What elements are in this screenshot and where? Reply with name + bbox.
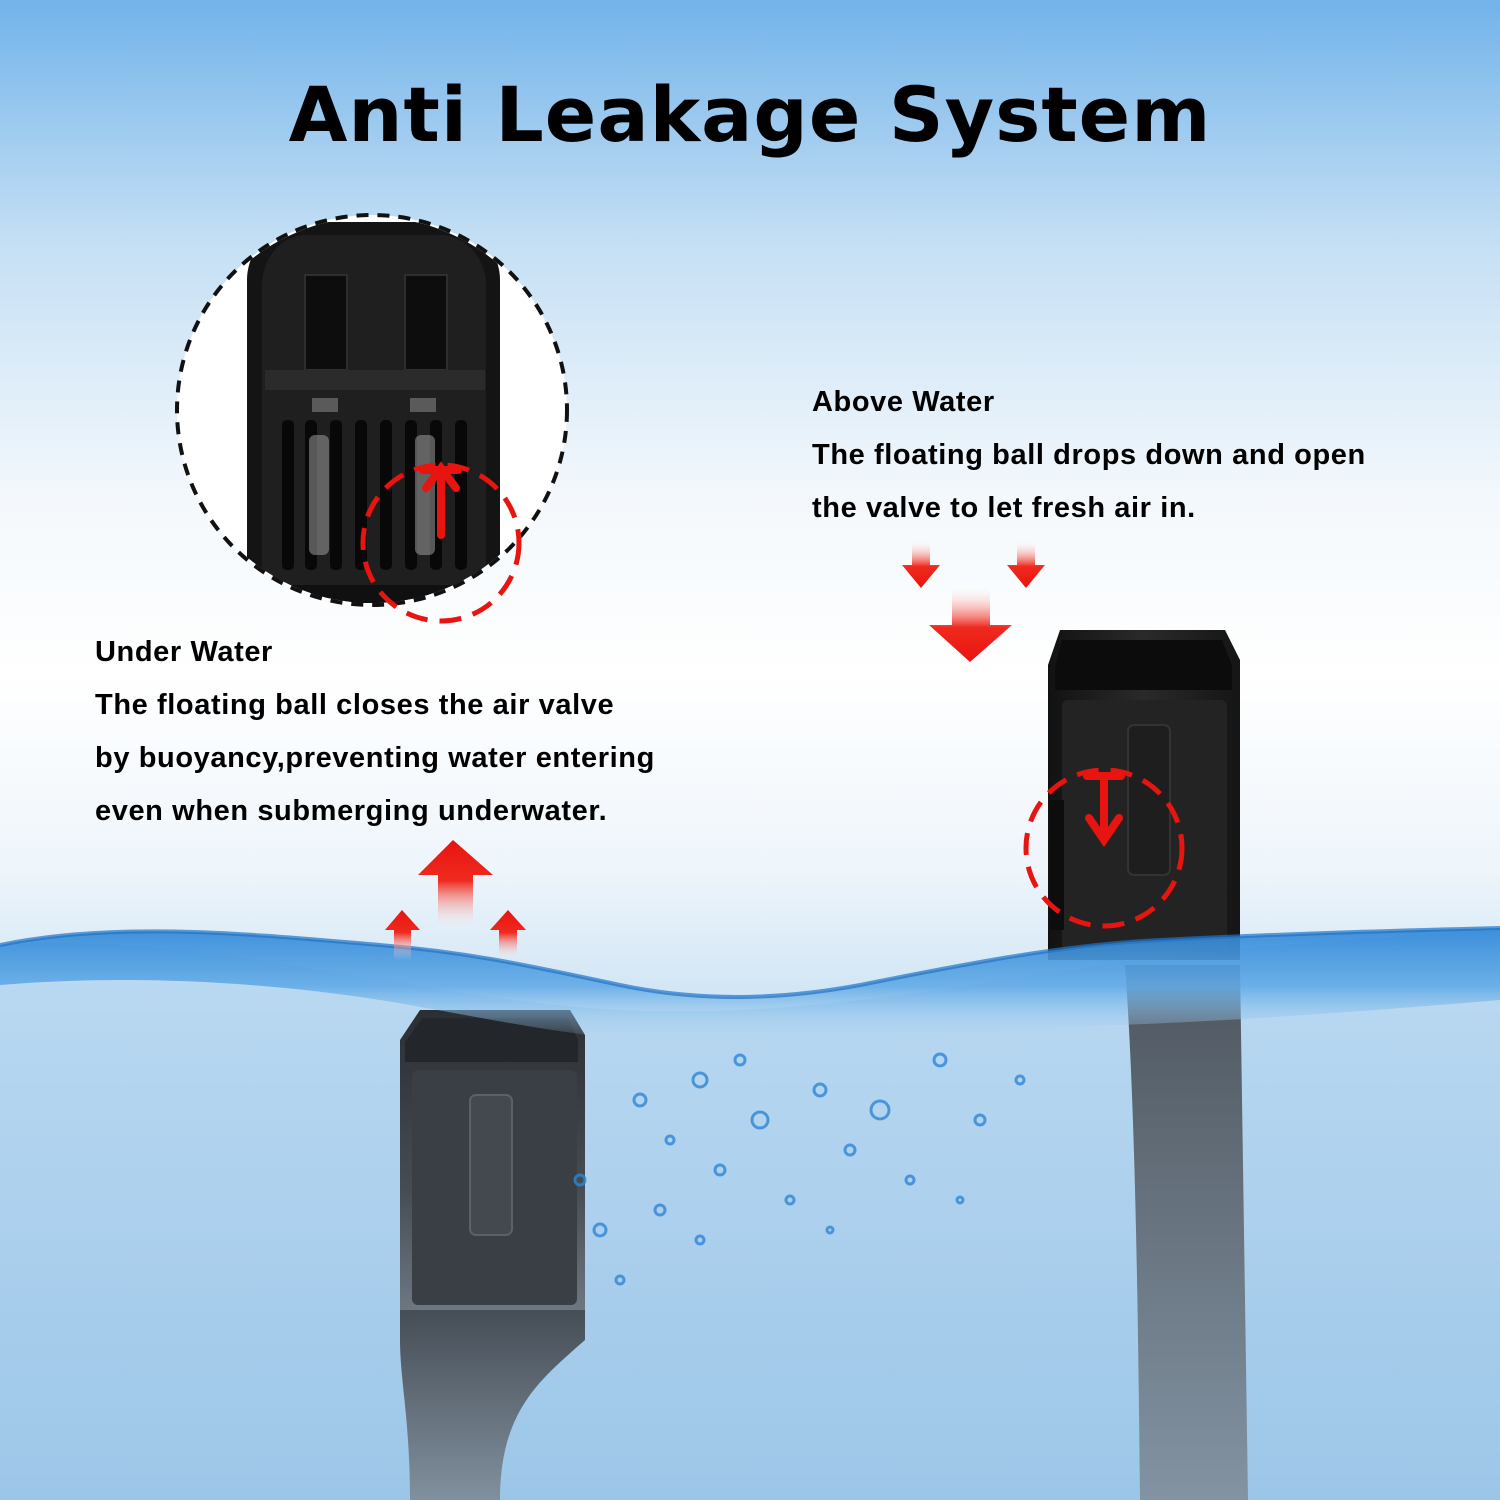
arrow-up-icon xyxy=(385,840,526,960)
dashed-circle-marker xyxy=(360,461,522,624)
above-water-line: The floating ball drops down and open xyxy=(812,439,1366,471)
underwater-region xyxy=(0,930,1500,1500)
above-water-heading: Above Water xyxy=(812,386,995,418)
above-water-line: the valve to let fresh air in. xyxy=(812,492,1196,524)
left-device xyxy=(400,1010,585,1500)
inset-detail-circle xyxy=(175,213,569,607)
arrow-down-icon xyxy=(902,540,1045,662)
under-water-line: The floating ball closes the air valve xyxy=(95,689,615,721)
under-water-heading: Under Water xyxy=(95,636,273,668)
water-bubbles xyxy=(573,1052,1026,1286)
right-device xyxy=(1048,630,1240,960)
under-water-description: Under Water The floating ball closes the… xyxy=(95,626,655,838)
dashed-circle-marker-above xyxy=(1023,767,1185,929)
under-water-line: even when submerging underwater. xyxy=(95,795,608,827)
right-device-stem xyxy=(1125,965,1248,1500)
above-water-description: Above Water The floating ball drops down… xyxy=(812,376,1366,535)
under-water-line: by buoyancy,preventing water entering xyxy=(95,742,655,774)
page-title: Anti Leakage System xyxy=(288,70,1212,159)
water-surface-wave xyxy=(0,928,1500,1045)
